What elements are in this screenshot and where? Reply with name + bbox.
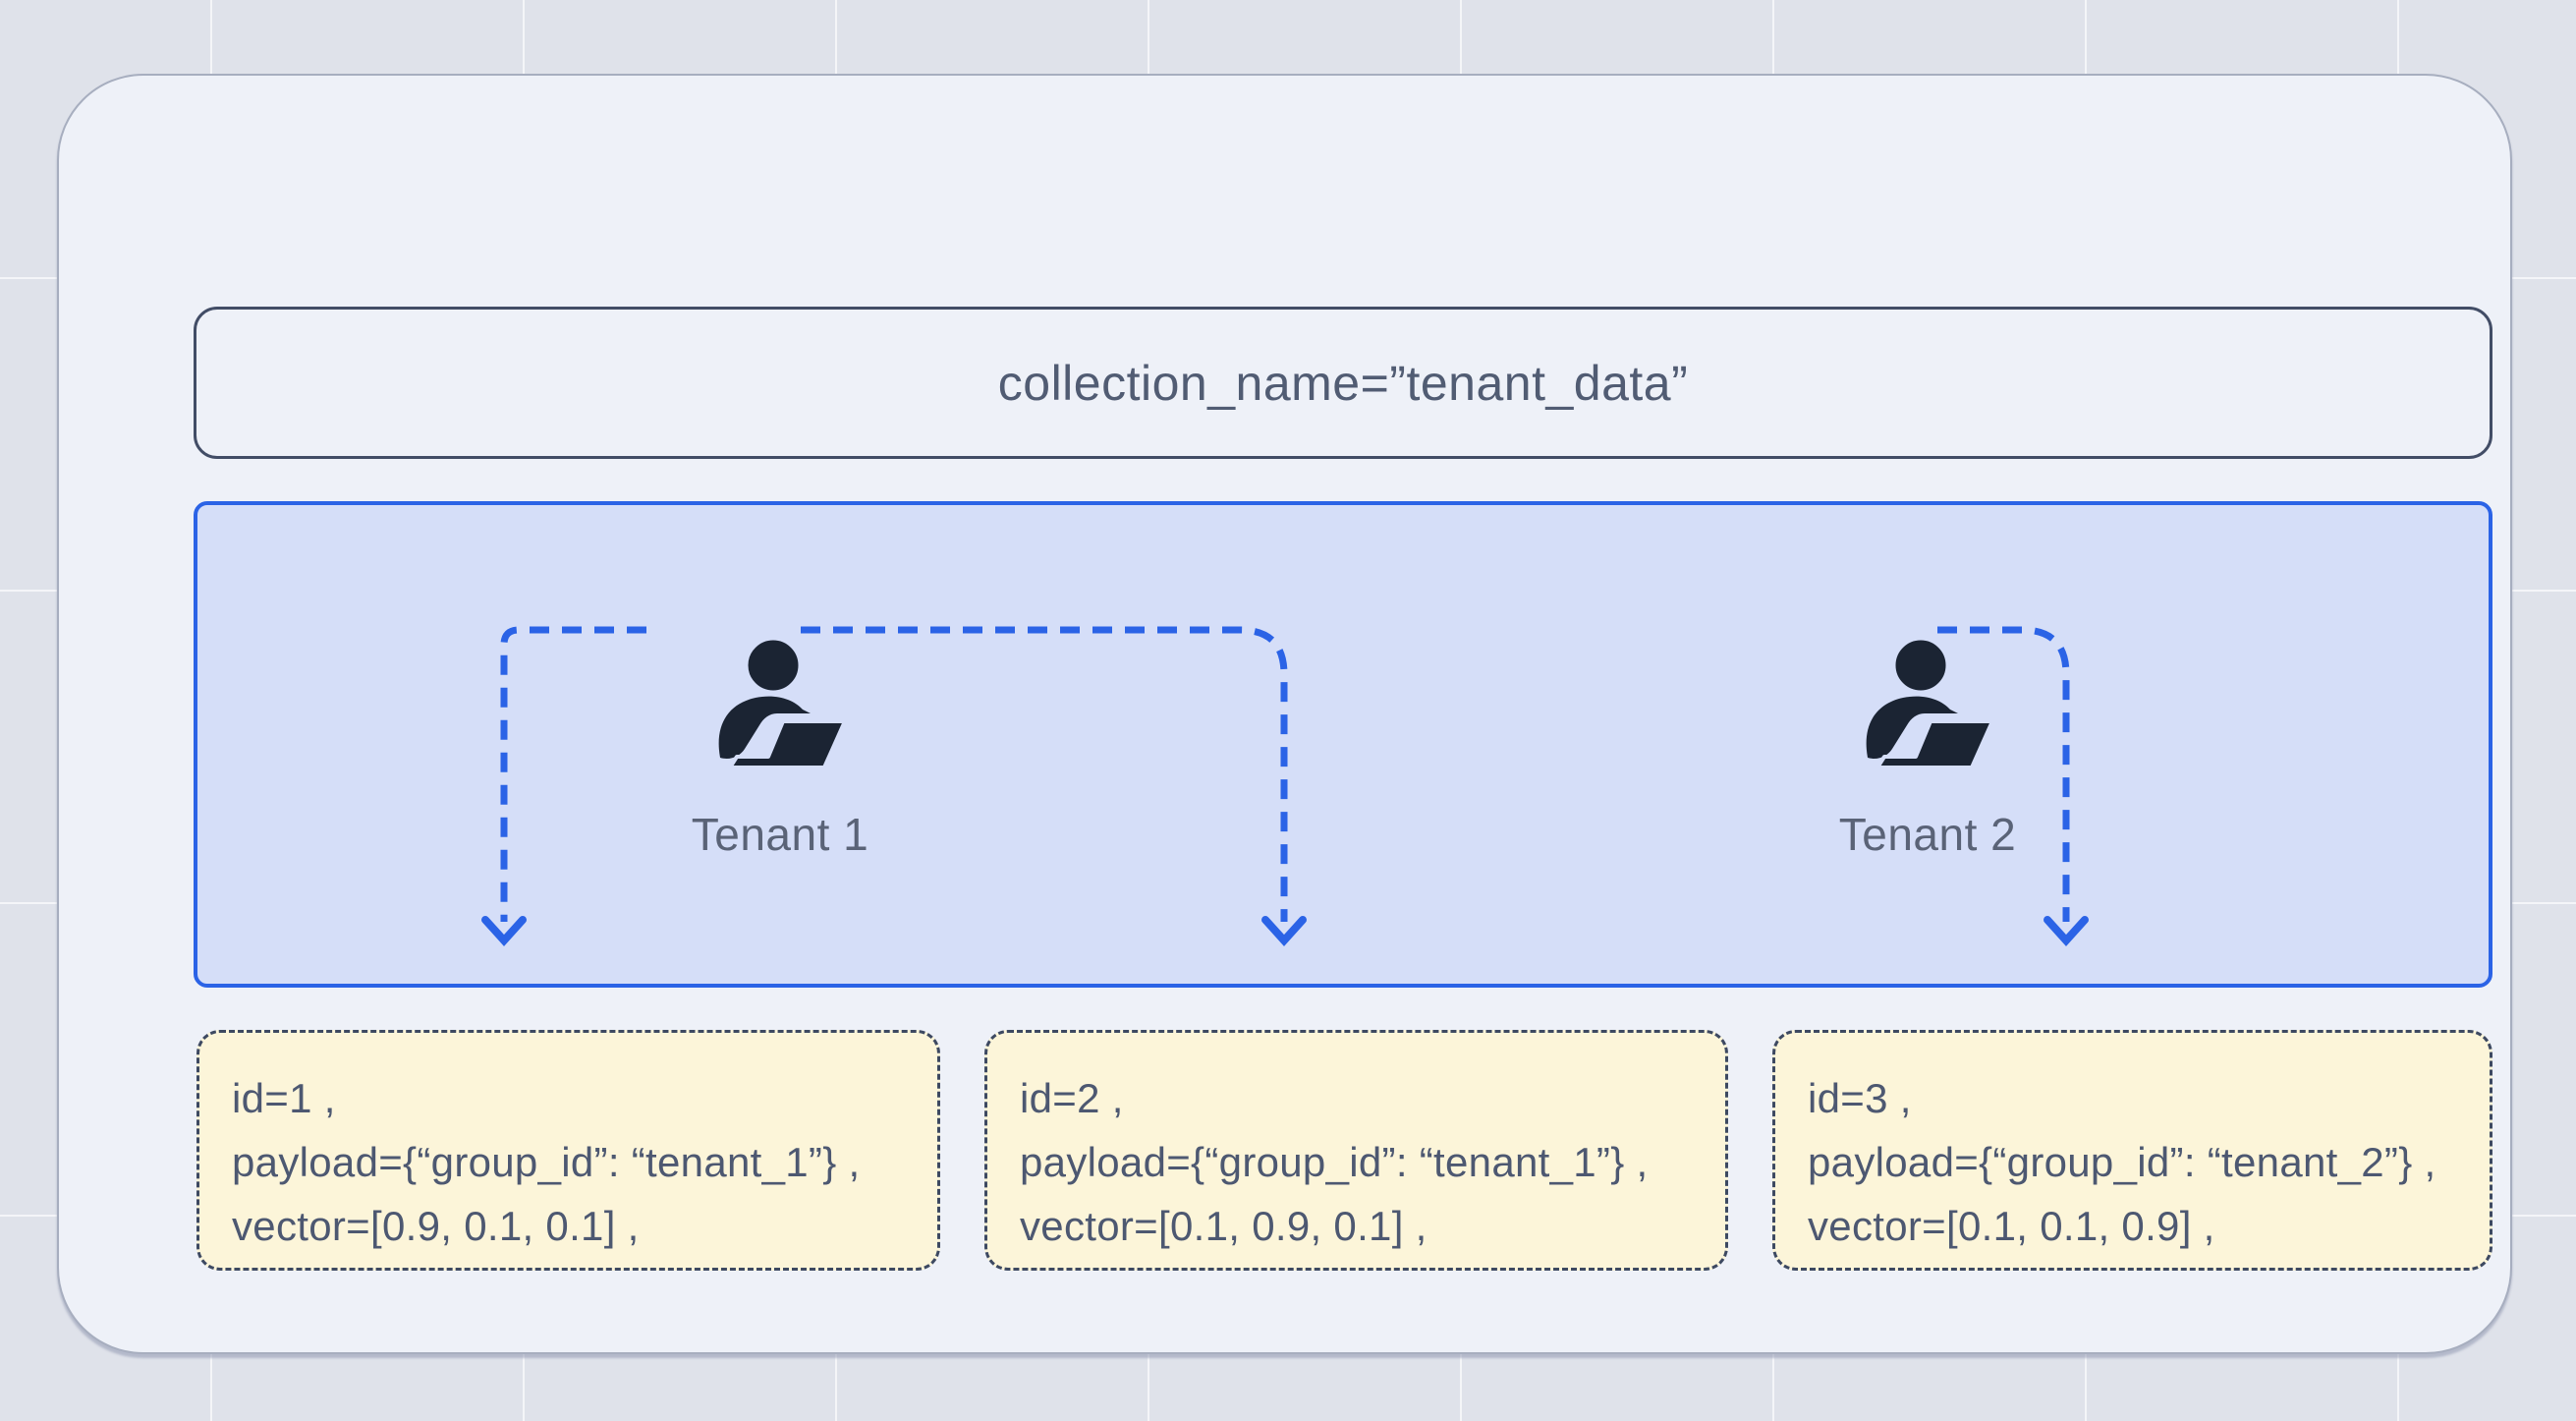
record-2-id: id=2 , — [1020, 1075, 1124, 1121]
record-box-3: id=3 , payload={“group_id”: “tenant_2”} … — [1772, 1030, 2492, 1271]
collection-name-box: collection_name=”tenant_data” — [194, 307, 2492, 459]
diagram-card: collection_name=”tenant_data” Tenant 1 — [57, 74, 2512, 1354]
record-1-payload: payload={“group_id”: “tenant_1”} , — [232, 1139, 861, 1185]
record-3-payload: payload={“group_id”: “tenant_2”} , — [1808, 1139, 2436, 1185]
record-1-id: id=1 , — [232, 1075, 336, 1121]
record-box-2: id=2 , payload={“group_id”: “tenant_1”} … — [984, 1030, 1728, 1271]
person-laptop-icon — [714, 637, 847, 770]
tenant-2-label: Tenant 2 — [1838, 809, 2017, 860]
person-laptop-icon — [1862, 637, 1994, 770]
record-3-vector: vector=[0.1, 0.1, 0.9] , — [1808, 1203, 2215, 1249]
record-2-vector: vector=[0.1, 0.9, 0.1] , — [1020, 1203, 1428, 1249]
tenants-panel: Tenant 1 Tenant 2 — [194, 501, 2492, 988]
record-1-vector: vector=[0.9, 0.1, 0.1] , — [232, 1203, 640, 1249]
tenant-1-label: Tenant 1 — [691, 809, 869, 860]
collection-name-label: collection_name=”tenant_data” — [997, 355, 1689, 411]
record-2-payload: payload={“group_id”: “tenant_1”} , — [1020, 1139, 1649, 1185]
record-box-1: id=1 , payload={“group_id”: “tenant_1”} … — [196, 1030, 940, 1271]
record-3-id: id=3 , — [1808, 1075, 1912, 1121]
